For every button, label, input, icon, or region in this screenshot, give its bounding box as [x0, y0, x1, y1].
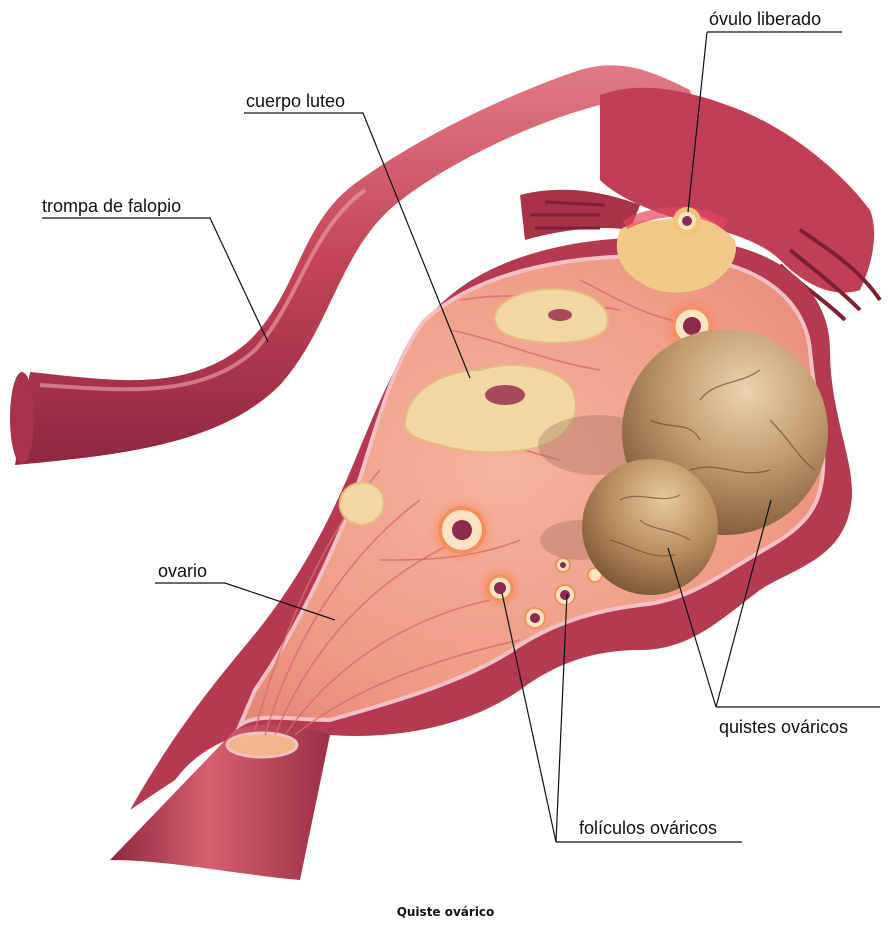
label-ovario: ovario — [158, 561, 207, 581]
label-ovulo-liberado: óvulo liberado — [709, 9, 821, 29]
figure-caption: Quiste ovárico — [0, 905, 891, 919]
label-foliculos-ovaricos: folículos ováricos — [579, 818, 717, 838]
leader-trompa — [42, 218, 268, 342]
ovarian-ligament — [110, 725, 330, 880]
label-quistes-ovaricos: quistes ováricos — [719, 717, 848, 737]
label-trompa-de-falopio: trompa de falopio — [42, 196, 181, 216]
label-cuerpo-luteo: cuerpo luteo — [246, 91, 345, 111]
